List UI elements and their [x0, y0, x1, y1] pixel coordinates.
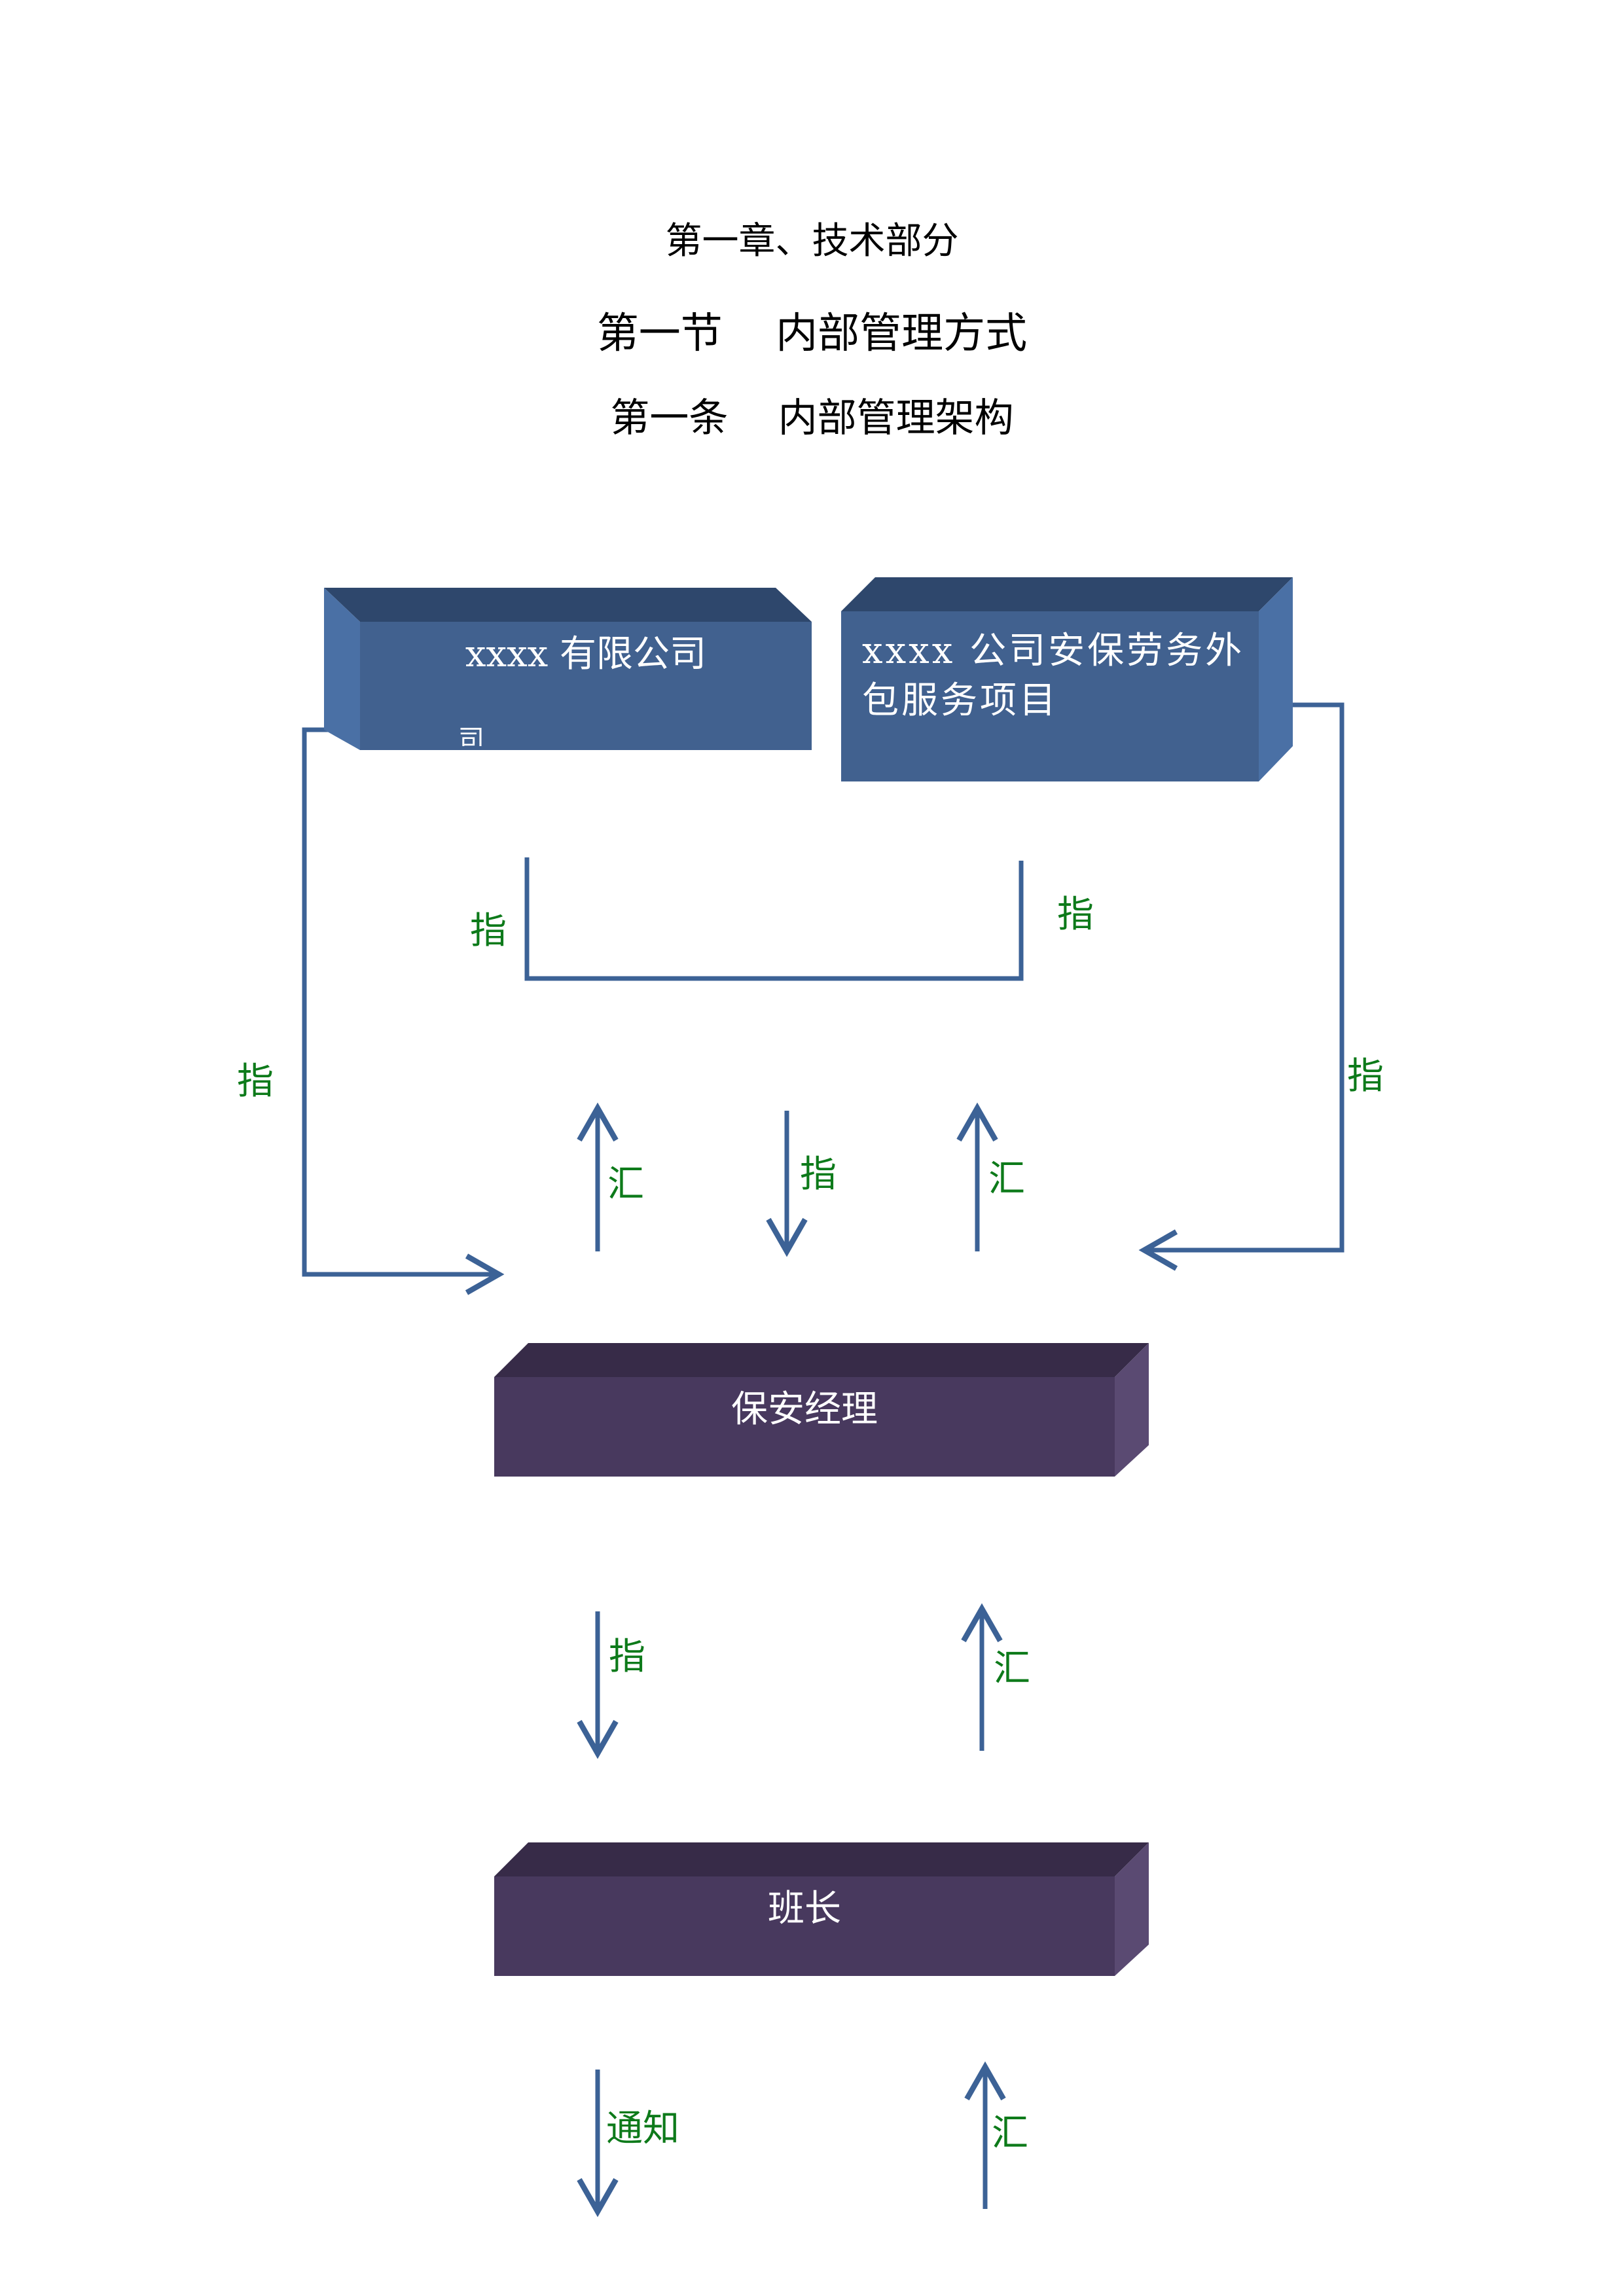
mgr-report-right-label: 汇: [988, 1158, 1025, 1200]
outer-left-label: 指: [237, 1060, 274, 1103]
bottom-report-label: 汇: [992, 2112, 1028, 2155]
notify-label: 通知: [606, 2108, 679, 2150]
company-box: xxxx 有限公司 司: [324, 588, 812, 750]
mgr-direct-label: 指: [800, 1153, 837, 1196]
outer-left-connector: [302, 727, 505, 1295]
team-leader-box: 班长: [494, 1842, 1149, 1976]
team-leader-label: 班长: [768, 1888, 841, 1930]
chapter-heading: 第一章、技术部分: [665, 220, 959, 262]
inner-left-label: 指: [470, 910, 507, 952]
project-box-shape: [841, 577, 1293, 781]
section-heading: 第一节 内部管理方式: [596, 310, 1028, 358]
company-label-fragment: 司: [458, 726, 484, 746]
mgr-report-left-label: 汇: [607, 1163, 644, 1206]
article-heading: 第一条 内部管理架构: [610, 395, 1014, 441]
inner-bracket: [524, 857, 1024, 981]
company-label: xxxx 有限公司: [465, 633, 707, 675]
security-manager-box-shape: [494, 1343, 1149, 1477]
lead-direct-label: 指: [609, 1636, 645, 1678]
lead-report-label: 汇: [994, 1647, 1030, 1690]
security-manager-box: 保安经理: [494, 1343, 1149, 1477]
team-leader-box-shape: [494, 1842, 1149, 1976]
security-manager-label: 保安经理: [731, 1388, 878, 1431]
outer-right-connector: [1138, 702, 1344, 1271]
project-box: xxxx 公司安保劳务外包服务项目: [841, 577, 1293, 781]
inner-right-label: 指: [1057, 893, 1094, 936]
company-box-shape: [324, 588, 812, 750]
outer-right-label: 指: [1347, 1055, 1384, 1098]
project-label: xxxx 公司安保劳务外包服务项目: [862, 630, 1245, 722]
